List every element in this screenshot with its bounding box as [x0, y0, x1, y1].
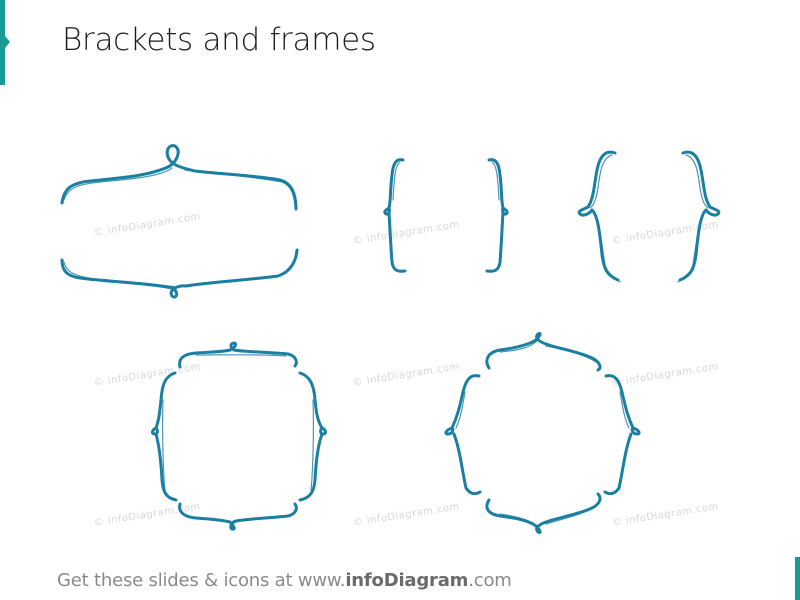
curly-brace-pair-icon	[577, 150, 721, 283]
left-accent-bar	[0, 0, 5, 85]
footer-suffix: .com	[468, 570, 512, 591]
square-bracket-pair-icon	[383, 158, 509, 273]
rounded-square-frame-icon	[151, 341, 327, 531]
horizontal-bracket-pair-icon	[60, 144, 299, 299]
right-accent-bar	[795, 557, 800, 600]
footer-promo-text: Get these slides & icons at www.infoDiag…	[57, 570, 512, 591]
slide-title: Brackets and frames	[62, 22, 376, 58]
left-accent-arrow	[5, 36, 10, 48]
octagonal-ornate-frame-icon	[444, 332, 641, 534]
footer-brand: infoDiagram	[345, 570, 469, 591]
footer-prefix: Get these slides & icons at www.	[57, 570, 346, 591]
